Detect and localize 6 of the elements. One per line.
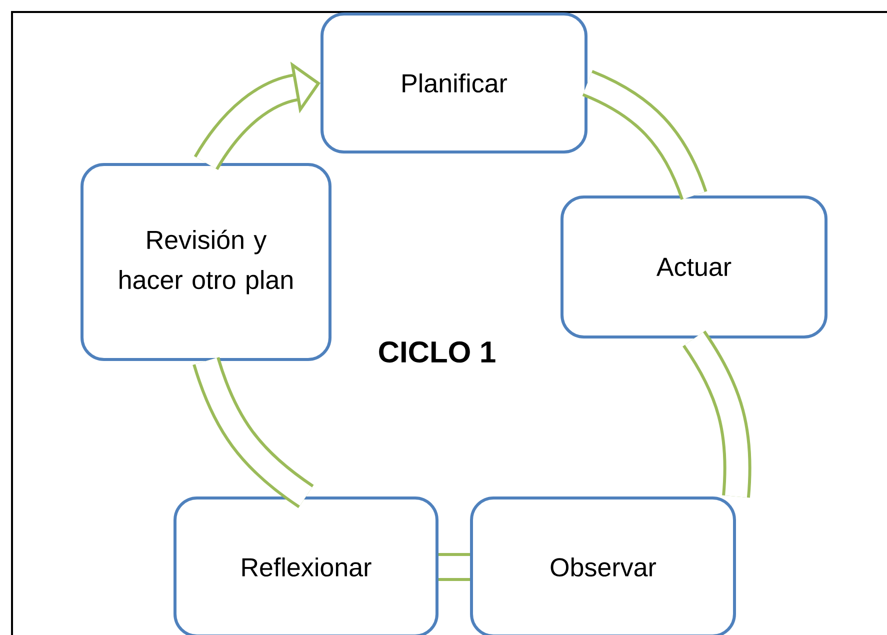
- process-box: Planificar: [320, 12, 588, 154]
- process-box: Actuar: [560, 196, 828, 338]
- process-box: Observar: [470, 496, 736, 635]
- process-box: Reflexionar: [174, 496, 438, 635]
- process-box: Revisión y hacer otro plan: [80, 163, 332, 361]
- cycle-label: CICLO 1: [379, 341, 496, 363]
